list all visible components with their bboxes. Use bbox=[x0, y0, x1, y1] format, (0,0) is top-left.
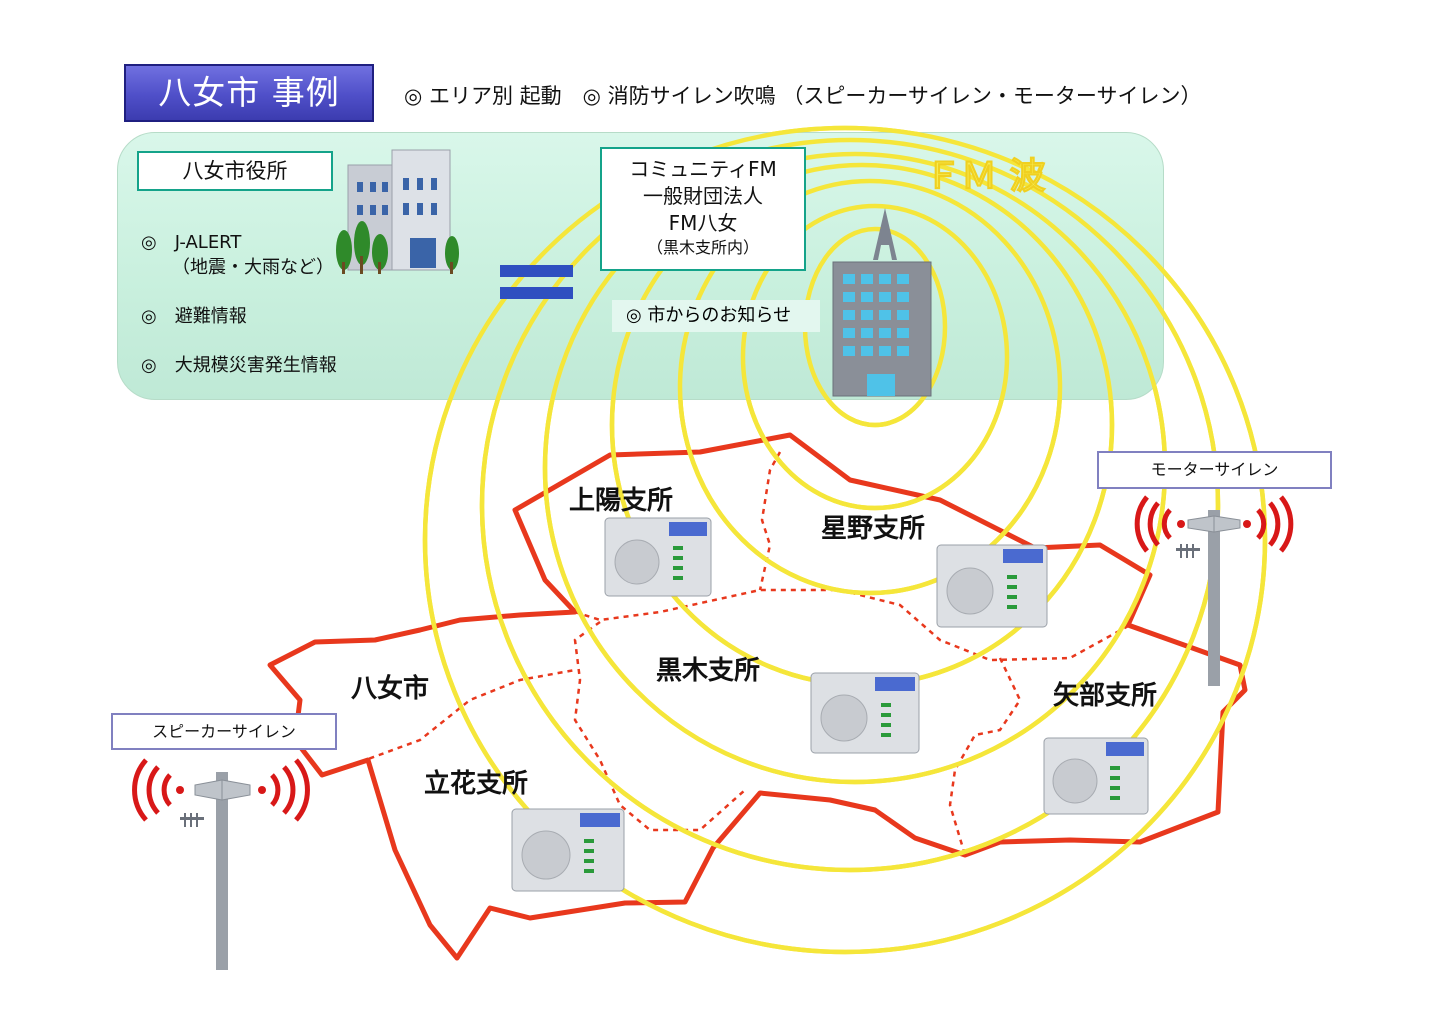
motor-siren-label: モーターサイレン bbox=[1097, 451, 1332, 489]
fm-station-line: （黒木支所内） bbox=[646, 238, 759, 257]
fm-station-line: 一般財団法人 bbox=[643, 184, 763, 208]
region-label-yabe: 矢部支所 bbox=[1053, 681, 1158, 711]
info-item: ◎ J-ALERT bbox=[141, 232, 242, 253]
info-item: ◎ 避難情報 bbox=[141, 306, 247, 327]
speaker-siren-label: スピーカーサイレン bbox=[111, 713, 337, 750]
region-label-tachibana: 立花支所 bbox=[424, 769, 529, 799]
fm-station-line: FM八女 bbox=[668, 211, 738, 235]
region-label-kurogi: 黒木支所 bbox=[656, 656, 761, 686]
page-title: 八女市 事例 bbox=[124, 64, 374, 122]
region-label-joyo: 上陽支所 bbox=[569, 486, 674, 516]
info-item: ◎ 大規模災害発生情報 bbox=[141, 355, 337, 376]
page-subtitle: ◎ エリア別 起動 ◎ 消防サイレン吹鳴 （スピーカーサイレン・モーターサイレン… bbox=[404, 84, 1202, 108]
fm-station-box: コミュニティFM 一般財団法人 FM八女 （黒木支所内） bbox=[600, 147, 806, 271]
info-item: （地震・大雨など） bbox=[172, 257, 334, 278]
notice-text: ◎ 市からのお知らせ bbox=[612, 300, 820, 332]
region-label-hoshino: 星野支所 bbox=[821, 514, 926, 544]
city-hall-label: 八女市役所 bbox=[137, 151, 333, 191]
region-label-yame: 八女市 bbox=[351, 674, 430, 704]
fm-station-line: コミュニティFM bbox=[629, 157, 777, 181]
